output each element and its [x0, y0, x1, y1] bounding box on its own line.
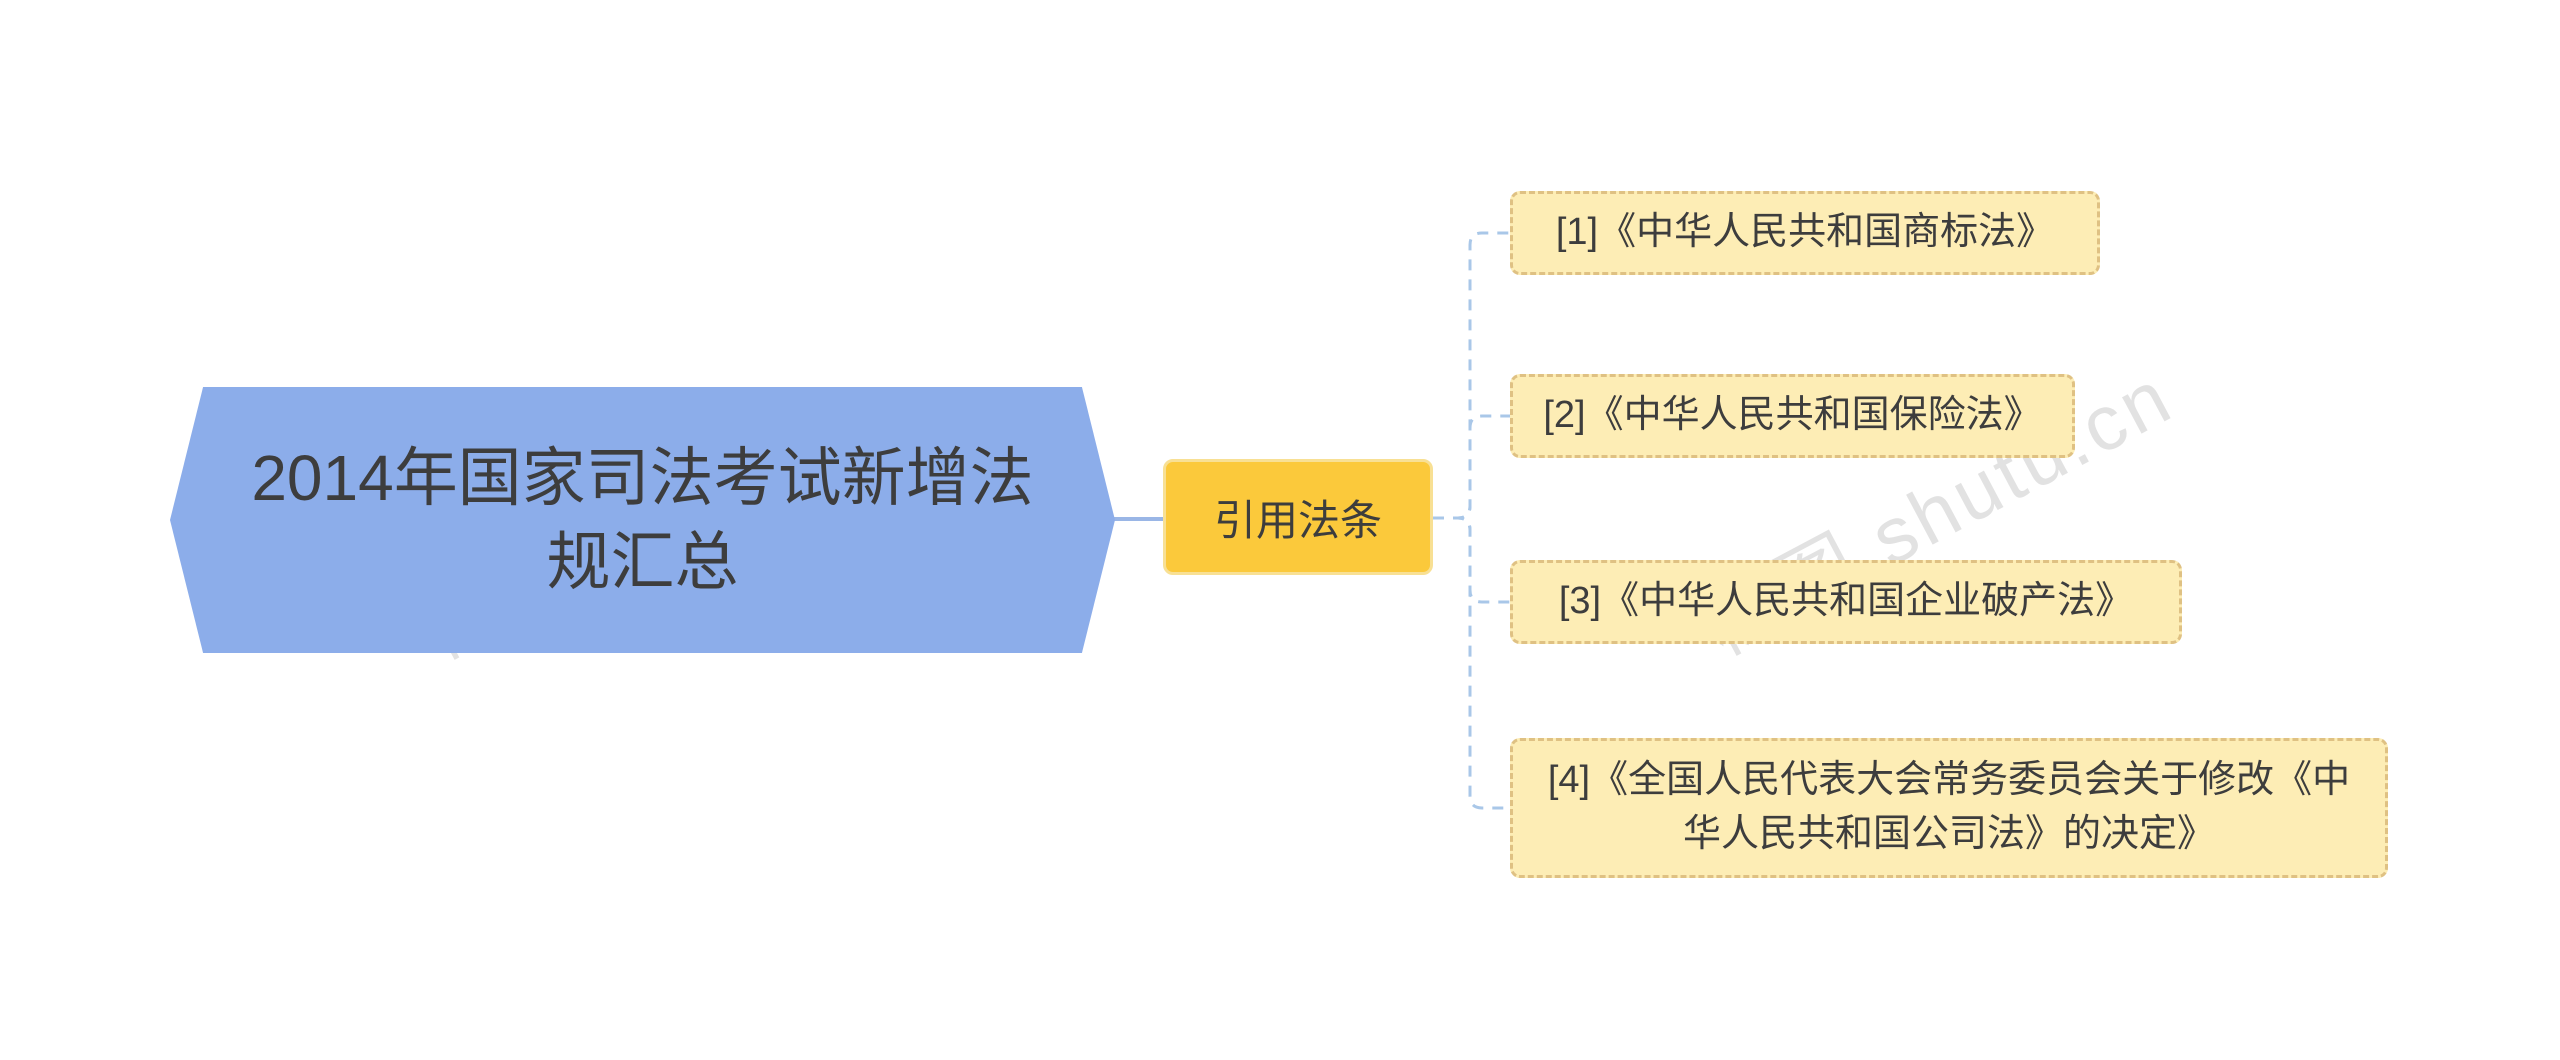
child-node-1[interactable]: [1]《中华人民共和国商标法》: [1510, 191, 2100, 275]
branch-child2-connector: [1433, 414, 1510, 520]
child-node-2[interactable]: [2]《中华人民共和国保险法》: [1510, 374, 2075, 458]
child-node-label: [1]《中华人民共和国商标法》: [1555, 211, 2055, 254]
child-node-label: [2]《中华人民共和国保险法》: [1543, 394, 2042, 437]
child-node-3[interactable]: [3]《中华人民共和国企业破产法》: [1510, 560, 2182, 644]
branch-child3-connector: [1433, 516, 1510, 604]
child-node-label: [4]《全国人民代表大会常务委员会关于修改《中华人民共和国公司法》的决定》: [1547, 759, 2351, 855]
branch-node-label: 引用法条: [1213, 496, 1382, 544]
child-node-4[interactable]: [4]《全国人民代表大会常务委员会关于修改《中华人民共和国公司法》的决定》: [1510, 738, 2388, 878]
root-node[interactable]: 2014年国家司法考试新增法规汇总: [170, 387, 1115, 653]
branch-child1-connector: [1433, 231, 1510, 520]
root-node-label: 2014年国家司法考试新增法规汇总: [251, 441, 1034, 598]
child-node-label: [3]《中华人民共和国企业破产法》: [1558, 580, 2134, 623]
branch-child4-connector: [1433, 516, 1510, 810]
branch-node-cited-laws[interactable]: 引用法条: [1163, 459, 1433, 575]
